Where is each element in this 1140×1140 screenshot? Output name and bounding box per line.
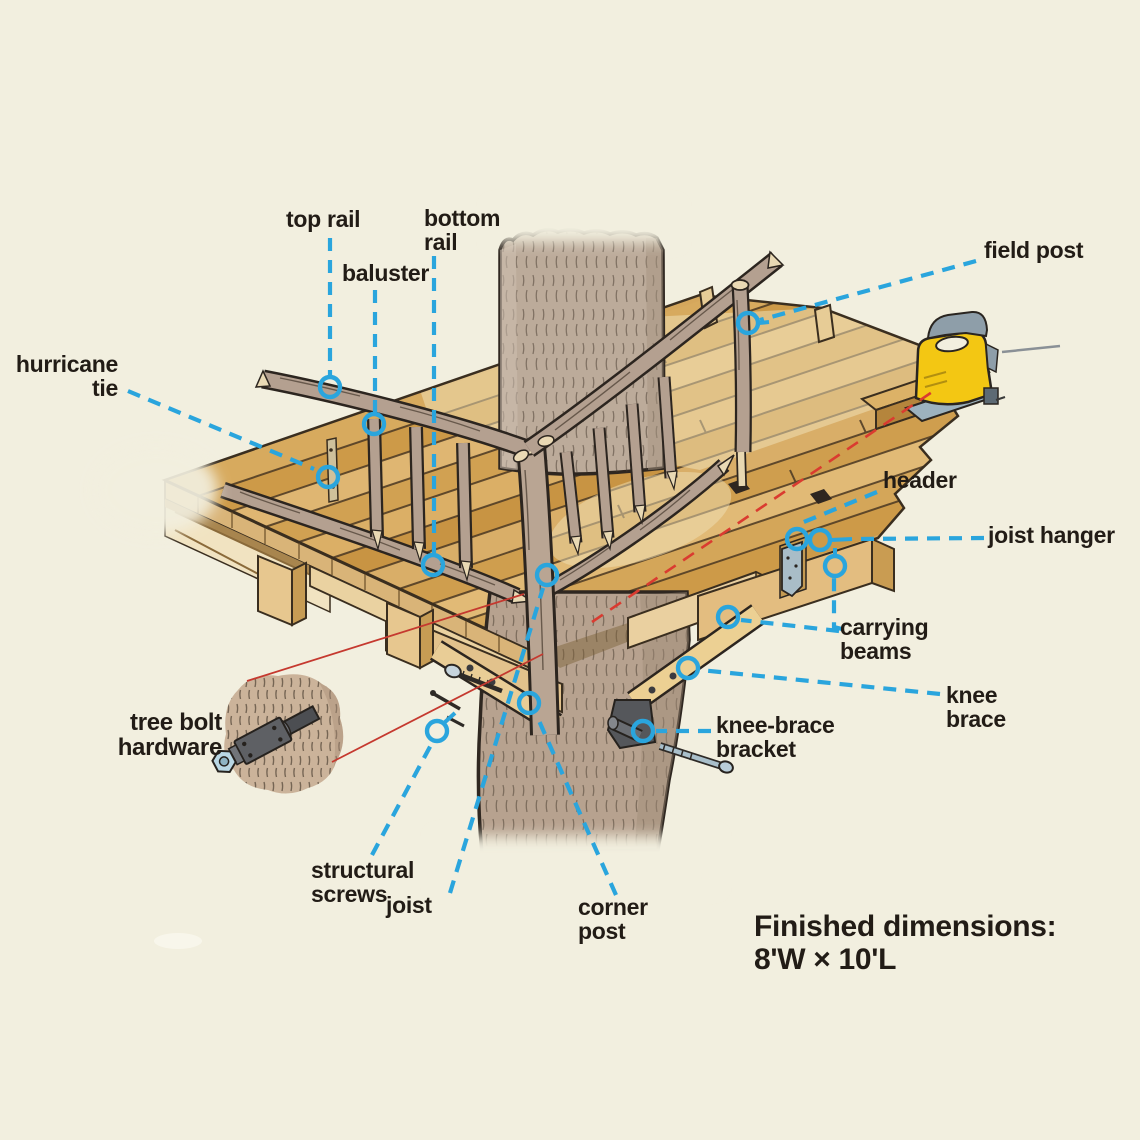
leader-field-post [759, 258, 977, 323]
label-hurricane-tie: hurricane tie [15, 351, 118, 401]
smudge [154, 933, 202, 949]
understructure-right [606, 535, 895, 774]
top-rail-left [254, 369, 534, 459]
balusters-right [559, 376, 678, 557]
leader-joist [447, 587, 546, 894]
joist-stub [257, 554, 307, 627]
label-joist-hanger: joist hanger [988, 522, 1115, 548]
label-header: header [883, 467, 957, 493]
leader-structural-screws [370, 742, 434, 856]
tree-trunk-upper [498, 227, 666, 476]
leader-carrying-beam-left [740, 617, 840, 634]
leader-joist-hanger [852, 535, 985, 542]
leader-carrying-beam-right [831, 578, 843, 632]
label-corner-post: corner post [578, 894, 648, 944]
leader-header [798, 490, 878, 526]
label-baluster: baluster [342, 260, 430, 286]
cut-guide-line [591, 386, 939, 624]
marker-circles [315, 310, 848, 744]
leader-corner-post [534, 713, 618, 896]
lag-screw [658, 742, 734, 774]
label-field-post: field post [984, 237, 1084, 263]
jigsaw-tool [903, 310, 1061, 423]
label-top-rail-text: top rail [286, 206, 361, 232]
leader-hurricane-tie [127, 389, 315, 471]
post-mortise-hole [810, 489, 832, 504]
joist-hanger-bracket [779, 535, 807, 600]
finished-dimensions-note: Finished dimensions: 8'W × 10'L [754, 910, 1057, 976]
label-bottom-rail: bottom rail [424, 205, 501, 255]
tree-bolt-hardware-part [211, 705, 321, 774]
label-tree-bolt-hardware: tree bolt hardware [117, 709, 223, 761]
balusters-left [367, 418, 473, 583]
leader-lines [127, 238, 985, 896]
bottom-rail-right [545, 454, 735, 596]
knee-brace-right [627, 604, 765, 712]
label-top-rail: top rail [286, 206, 361, 232]
railing [220, 250, 785, 736]
label-knee-brace: knee brace [946, 682, 1006, 732]
label-knee-brace-bracket: knee-brace bracket [716, 712, 835, 762]
trunk-top-fade [492, 206, 676, 242]
leader-knee-brace [699, 667, 941, 697]
trunk-bottom-fade [436, 836, 716, 888]
deck-left-fade [94, 446, 218, 534]
far-stub-board [813, 303, 836, 344]
tree-bolt-inset [211, 674, 344, 794]
field-post-branch [730, 279, 752, 487]
inset-pointer-lines [246, 593, 544, 763]
label-joist: joist [386, 892, 432, 918]
label-carrying-beams: carrying beams [840, 614, 929, 664]
